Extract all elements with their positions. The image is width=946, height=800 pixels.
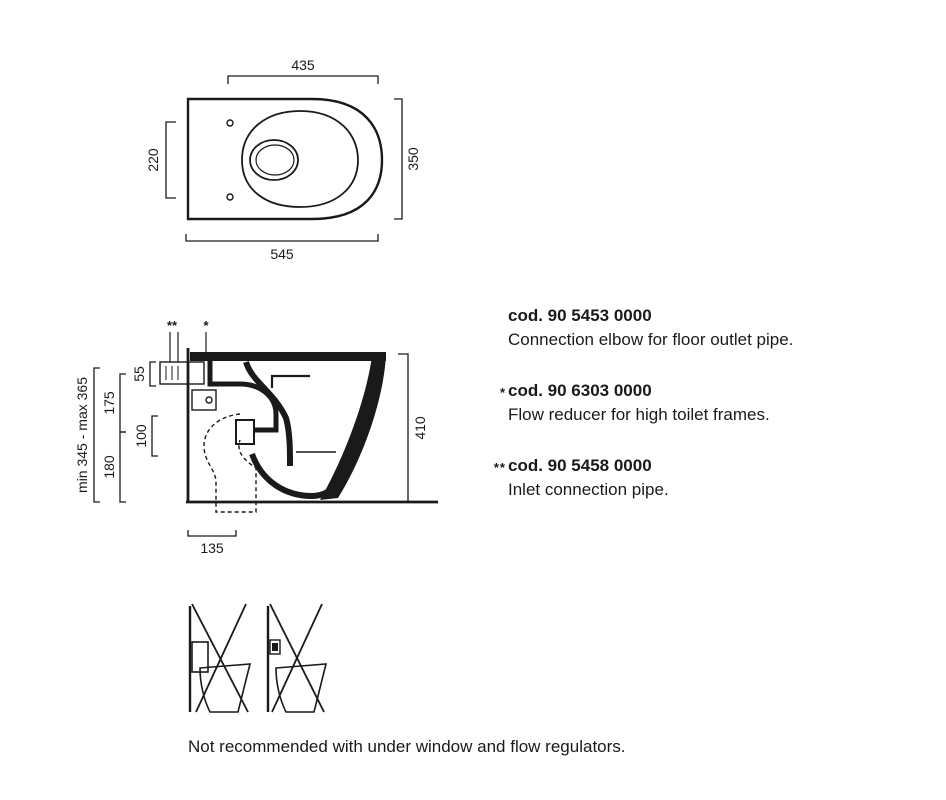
side-view — [93, 332, 438, 537]
water-hole-inner — [255, 144, 295, 176]
dim-line-55 — [149, 361, 156, 387]
icon2-toilet — [275, 663, 328, 713]
dim-line-220 — [165, 121, 176, 199]
dim-label-220: 220 — [145, 148, 161, 172]
bowl-inner-basin — [243, 360, 293, 467]
dim-line-175 — [119, 373, 126, 433]
elbow-socket — [235, 419, 255, 445]
icon2-cross — [269, 603, 325, 713]
water-hole — [249, 139, 299, 181]
dim-label-range: min 345 - max 365 — [74, 377, 90, 493]
dim-label-545: 545 — [270, 246, 294, 262]
legend-description: Flow reducer for high toilet frames. — [508, 405, 770, 424]
dim-label-100: 100 — [133, 424, 149, 448]
dim-line-range — [93, 367, 100, 503]
dim-line-435 — [227, 75, 379, 84]
fixing-hole-bottom — [226, 193, 234, 201]
dim-line-180 — [119, 431, 126, 503]
inlet-connection-pipe — [159, 361, 205, 385]
bowl-top-slab — [190, 352, 386, 361]
icon1-cross — [191, 603, 249, 713]
footer-note: Not recommended with under window and fl… — [188, 737, 626, 756]
bowl-outer-shell — [320, 354, 386, 500]
connection-elbow — [207, 360, 279, 433]
icon2-flush-plate-fill — [272, 643, 278, 651]
dim-line-410 — [398, 353, 409, 503]
flush-inlet — [270, 374, 310, 388]
floor-outlet-dashed — [203, 413, 257, 513]
flow-reducer-box — [191, 389, 217, 411]
leader-double-star — [169, 332, 179, 362]
legend-code: cod. 90 6303 0000 — [508, 381, 652, 400]
dim-line-135 — [187, 530, 237, 537]
bowl-outline-top — [186, 97, 384, 221]
legend-description: Connection elbow for floor outlet pipe. — [508, 330, 794, 349]
flow-reducer-dot — [205, 396, 213, 404]
dim-line-350 — [394, 98, 403, 220]
not-recommended-regulator-icon — [266, 603, 328, 713]
legend-description: Inlet connection pipe. — [508, 480, 669, 499]
fixing-hole-top — [226, 119, 234, 127]
bowl-inner-rim — [241, 110, 359, 208]
not-recommended-window-icon — [188, 603, 252, 713]
dim-label-175: 175 — [101, 391, 117, 415]
dim-label-55: 55 — [131, 366, 147, 382]
marker-double-star: ** — [167, 318, 178, 333]
legend-marker: ** — [493, 460, 506, 475]
dim-line-545 — [185, 234, 379, 242]
legend-item: * cod. 90 6303 0000 Flow reducer for hig… — [480, 381, 920, 431]
legend-item: cod. 90 5453 0000 Connection elbow for f… — [480, 306, 920, 356]
dim-line-100 — [151, 415, 158, 457]
dim-label-410: 410 — [412, 416, 428, 440]
legend-marker: * — [499, 385, 506, 400]
dim-label-135: 135 — [200, 540, 224, 556]
icon1-toilet — [199, 663, 252, 713]
legend-code: cod. 90 5453 0000 — [508, 306, 652, 325]
marker-single-star: * — [203, 318, 209, 333]
bowl-trap-curve — [249, 452, 339, 500]
icon2-flush-plate — [269, 639, 281, 655]
top-view — [165, 75, 403, 242]
legend-item: ** cod. 90 5458 0000 Inlet connection pi… — [480, 456, 920, 506]
inlet-pipe-hatch — [165, 366, 179, 380]
legend-code: cod. 90 5458 0000 — [508, 456, 652, 475]
dim-label-180: 180 — [101, 455, 117, 479]
dim-label-350: 350 — [405, 147, 421, 171]
dim-label-435: 435 — [291, 57, 315, 73]
